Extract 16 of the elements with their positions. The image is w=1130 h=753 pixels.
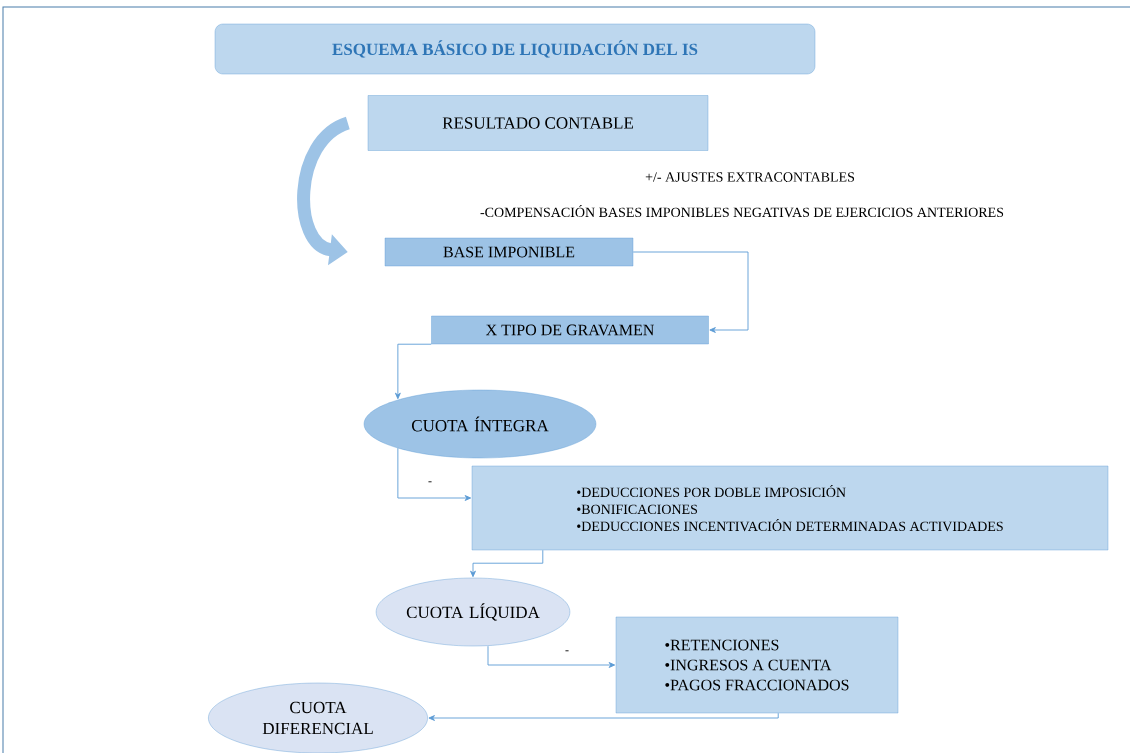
arrow <box>632 251 749 333</box>
edge-label: - <box>564 649 570 655</box>
title-box: ESQUEMA BÁSICO DE LIQUIDACIÓN DEL IS <box>214 23 816 75</box>
edge-label: - <box>427 480 433 486</box>
list-box: •DEDUCCIONES POR DOBLE IMPOSICIÓN •BONIFICACIONES •DEDUCCIONES INCENTIVACIÓN DETERMINADAS ACTIVIDADES <box>471 465 1109 551</box>
arrow <box>487 645 616 668</box>
process-box: BASE IMPONIBLE <box>384 237 634 267</box>
process-box: RESULTADO CONTABLE <box>367 95 709 151</box>
list-box: •RETENCIONES •INGRESOS A CUENTA •PAGOS FRACCIONADOS <box>615 616 899 714</box>
note-text: -COMPENSACIÓN BASES IMPONIBLES NEGATIVAS DE EJERCICIOS ANTERIORES <box>480 204 1004 218</box>
arrow <box>394 343 432 400</box>
arrow <box>428 712 779 721</box>
arrow <box>470 549 544 578</box>
note-text: +/- AJUSTES EXTRACONTABLES <box>645 172 854 182</box>
process-box: X TIPO DE GRAVAMEN <box>431 315 709 345</box>
arrow <box>397 447 472 501</box>
